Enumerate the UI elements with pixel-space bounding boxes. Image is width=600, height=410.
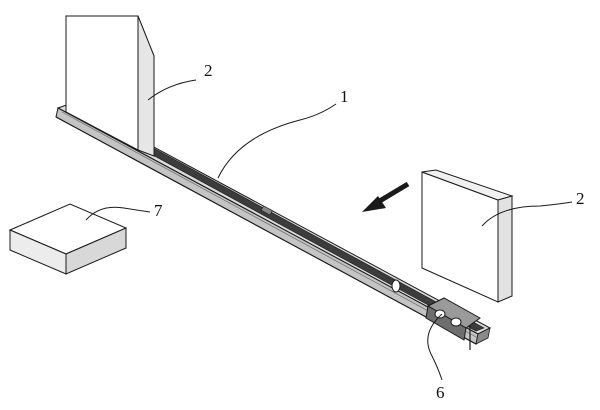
leader-line-right-panel xyxy=(481,201,573,227)
callout-box: 7 xyxy=(154,201,163,220)
leader-line-left-panel xyxy=(147,79,197,101)
panel-left-side xyxy=(137,15,155,157)
callout-panel-left: 2 xyxy=(204,61,213,80)
rail-lower-edge xyxy=(55,116,477,345)
panel-right-side xyxy=(497,195,513,303)
panel-right xyxy=(421,169,514,303)
callout-rail: 1 xyxy=(340,87,349,106)
leader-line-rail xyxy=(217,103,337,179)
carriage-roller xyxy=(391,279,401,293)
leader-line-box xyxy=(85,206,151,221)
callout-carriage: 6 xyxy=(436,383,445,402)
carriage-wheel-b xyxy=(450,317,462,327)
rail-fitting xyxy=(260,205,273,216)
rail-end-cap xyxy=(475,327,491,345)
leader-line-carriage xyxy=(427,313,443,381)
panel-left-front xyxy=(65,15,139,151)
box-front-right xyxy=(65,227,127,275)
rail-assembly xyxy=(55,102,492,345)
rail-detail-line xyxy=(61,111,479,339)
callout-panel-right: 2 xyxy=(576,189,585,208)
panel-left xyxy=(65,15,155,157)
carriage-wheel-a xyxy=(434,309,446,319)
carriage-6 xyxy=(391,279,481,350)
arrow-down-left-icon xyxy=(362,181,410,212)
box-7 xyxy=(8,203,128,275)
